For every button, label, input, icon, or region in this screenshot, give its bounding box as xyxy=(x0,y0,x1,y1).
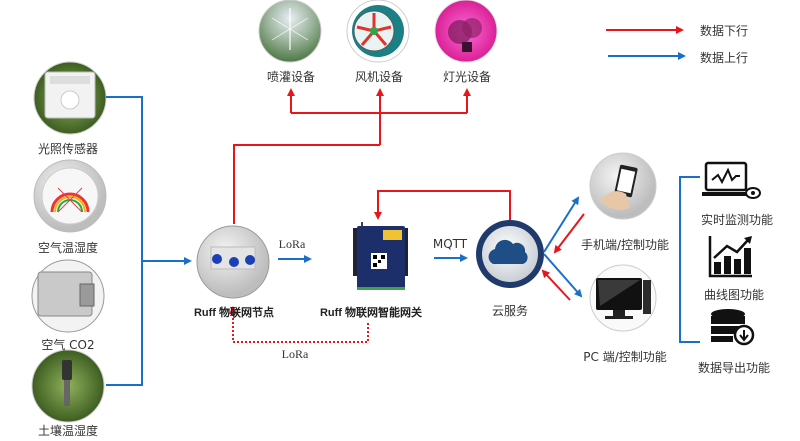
feature-monitor xyxy=(702,161,761,199)
gateway-to-node-link xyxy=(229,306,369,343)
feature-chart xyxy=(708,236,752,278)
sensor-soil-temp-hum xyxy=(31,349,105,423)
realtime-monitor-icon xyxy=(702,161,761,199)
feature-bracket xyxy=(679,176,700,343)
feature-export xyxy=(711,309,755,346)
actuator-label-sprinkler: 喷灌设备 xyxy=(266,70,316,84)
node-label: Ruff 物联网节点 xyxy=(193,307,275,319)
feature-label-monitor: 实时监测功能 xyxy=(700,213,774,227)
client-pc xyxy=(589,264,657,332)
ruff-gateway xyxy=(353,222,408,290)
gateway-label: Ruff 物联网智能网关 xyxy=(319,307,423,319)
sensor-label-light: 光照传感器 xyxy=(37,142,99,156)
cloud-service xyxy=(476,220,544,288)
client-label-mobile: 手机端/控制功能 xyxy=(580,238,670,252)
link-label-node-to-gateway: LoRa xyxy=(278,237,306,251)
sensor-air-co2 xyxy=(31,259,105,333)
cloud-client-links xyxy=(541,196,585,301)
line-chart-icon xyxy=(708,236,752,278)
sensor-air-temp-hum xyxy=(33,159,107,233)
actuator-downlink-lines xyxy=(233,88,471,224)
sensor-light xyxy=(33,61,107,135)
actuator-label-light: 灯光设备 xyxy=(442,70,492,84)
actuator-fan xyxy=(346,0,410,63)
feature-label-export: 数据导出功能 xyxy=(697,361,771,375)
client-mobile xyxy=(589,152,657,220)
database-export-icon xyxy=(711,309,755,346)
sensor-uplink-bracket xyxy=(106,96,192,386)
ruff-node xyxy=(196,225,270,299)
link-label-gateway-to-cloud: MQTT xyxy=(432,237,468,251)
legend-uplink-label: 数据上行 xyxy=(700,51,749,65)
cloud-label: 云服务 xyxy=(491,304,529,318)
cloud-to-gateway-link xyxy=(374,190,511,221)
actuator-light xyxy=(434,0,498,63)
actuator-sprinkler xyxy=(258,0,322,63)
feature-label-chart: 曲线图功能 xyxy=(703,288,765,302)
sensor-label-soil-temp-hum: 土壤温湿度 xyxy=(37,424,99,438)
link-label-gateway-to-node: LoRa xyxy=(281,347,309,361)
sensor-label-air-co2: 空气 CO2 xyxy=(41,338,95,352)
legend-downlink-label: 数据下行 xyxy=(700,24,749,38)
actuator-label-fan: 风机设备 xyxy=(354,70,404,84)
client-label-pc: PC 端/控制功能 xyxy=(583,350,667,364)
sensor-label-air-temp-hum: 空气温湿度 xyxy=(37,241,99,255)
legend xyxy=(606,26,686,60)
cloud-icon xyxy=(488,239,528,264)
